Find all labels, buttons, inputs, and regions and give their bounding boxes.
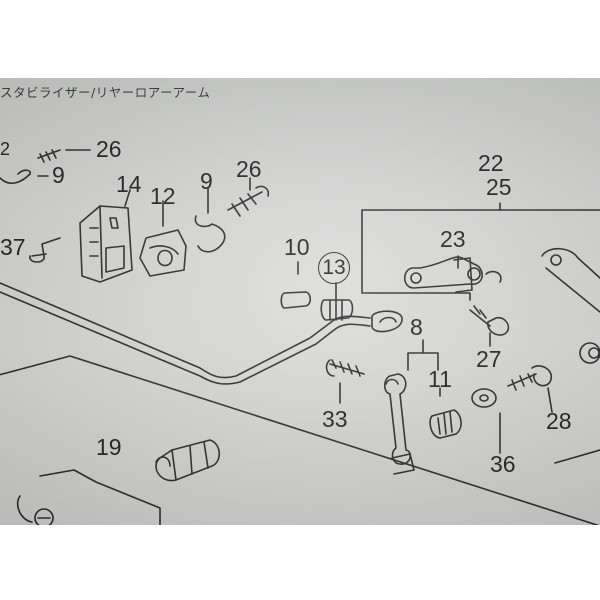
callout-14: 14 [116,171,142,197]
parts-illustration [0,149,600,525]
diagram-sheet: スタビライザー/リヤーロアーアーム 26 9 14 12 9 26 22 25 … [0,78,600,525]
callout-28: 28 [546,408,572,434]
callout-8: 8 [410,314,423,340]
callout-23: 23 [440,226,466,252]
callout-13: 13 [318,252,350,284]
callout-11: 11 [428,366,452,392]
callout-19: 19 [96,434,122,460]
callout-10: 10 [284,234,310,260]
callout-33: 33 [322,406,348,432]
callout-27: 27 [476,346,502,372]
callout-37: 37 [0,234,26,260]
callout-12: 12 [150,183,176,209]
callout-36: 36 [490,451,516,477]
callout-2-partial: 2 [0,139,11,159]
callout-25: 25 [486,174,512,200]
callout-26-right: 26 [236,156,262,182]
callout-22: 22 [478,150,504,176]
diagram-title: スタビライザー/リヤーロアーアーム [0,85,211,100]
callout-9-middle: 9 [200,168,213,194]
callout-9-left: 9 [52,162,65,188]
callout-26-upper-left: 26 [96,136,122,162]
